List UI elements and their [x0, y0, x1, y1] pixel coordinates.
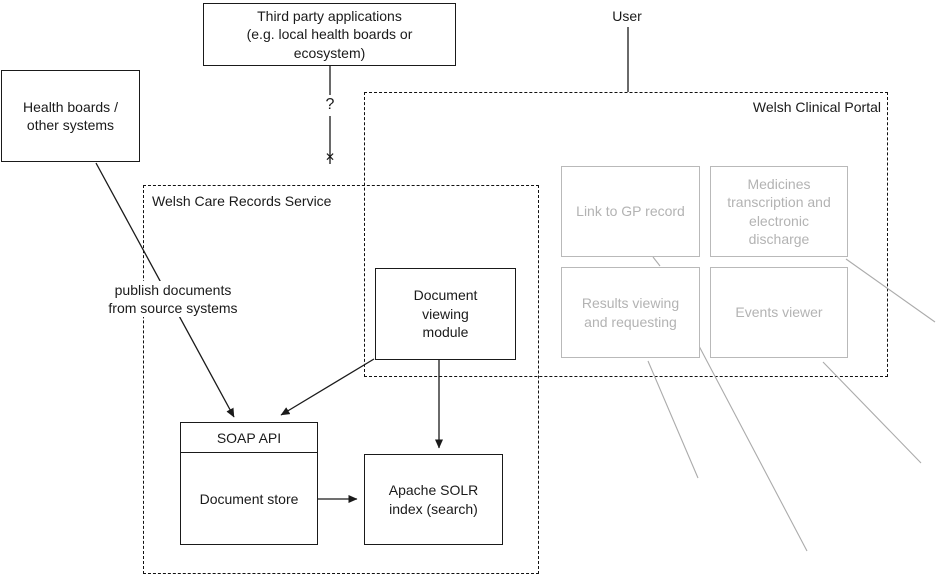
question-mark-label: ?: [320, 95, 340, 115]
node-soap-api-document-store: SOAP API Document store: [180, 422, 318, 545]
leader-results-right: [698, 345, 808, 552]
node-soap-api: SOAP API: [181, 423, 317, 453]
user-label: User: [612, 8, 642, 24]
node-health-boards: Health boards / other systems: [1, 70, 140, 162]
node-results-viewing: Results viewing and requesting: [561, 267, 700, 358]
node-medicines-transcription: Medicines transcription and electronic d…: [710, 166, 848, 257]
welsh-clinical-portal-boundary: Welsh Clinical Portal: [364, 92, 888, 377]
node-document-viewing-module: Document viewing module: [375, 268, 516, 360]
node-events-viewer: Events viewer: [710, 267, 848, 358]
leader-link-gp: [652, 256, 661, 267]
leader-results-left: [647, 360, 699, 479]
blocked-cross-mark: ✕: [324, 150, 336, 164]
welsh-clinical-portal-label: Welsh Clinical Portal: [752, 99, 881, 115]
leader-medicines: [845, 258, 936, 323]
node-apache-solr-index: Apache SOLR index (search): [364, 454, 503, 545]
leader-events: [822, 361, 922, 464]
welsh-care-records-service-boundary: Welsh Care Records Service: [143, 185, 539, 574]
connector-docviewing-to-soapapi: [280, 358, 375, 416]
node-link-to-gp-record: Link to GP record: [561, 166, 700, 257]
node-document-store: Document store: [199, 490, 299, 507]
welsh-care-records-service-label: Welsh Care Records Service: [152, 193, 332, 209]
node-third-party-applications: Third party applications (e.g. local hea…: [203, 3, 456, 66]
publish-documents-label: publish documents from source systems: [98, 281, 248, 318]
